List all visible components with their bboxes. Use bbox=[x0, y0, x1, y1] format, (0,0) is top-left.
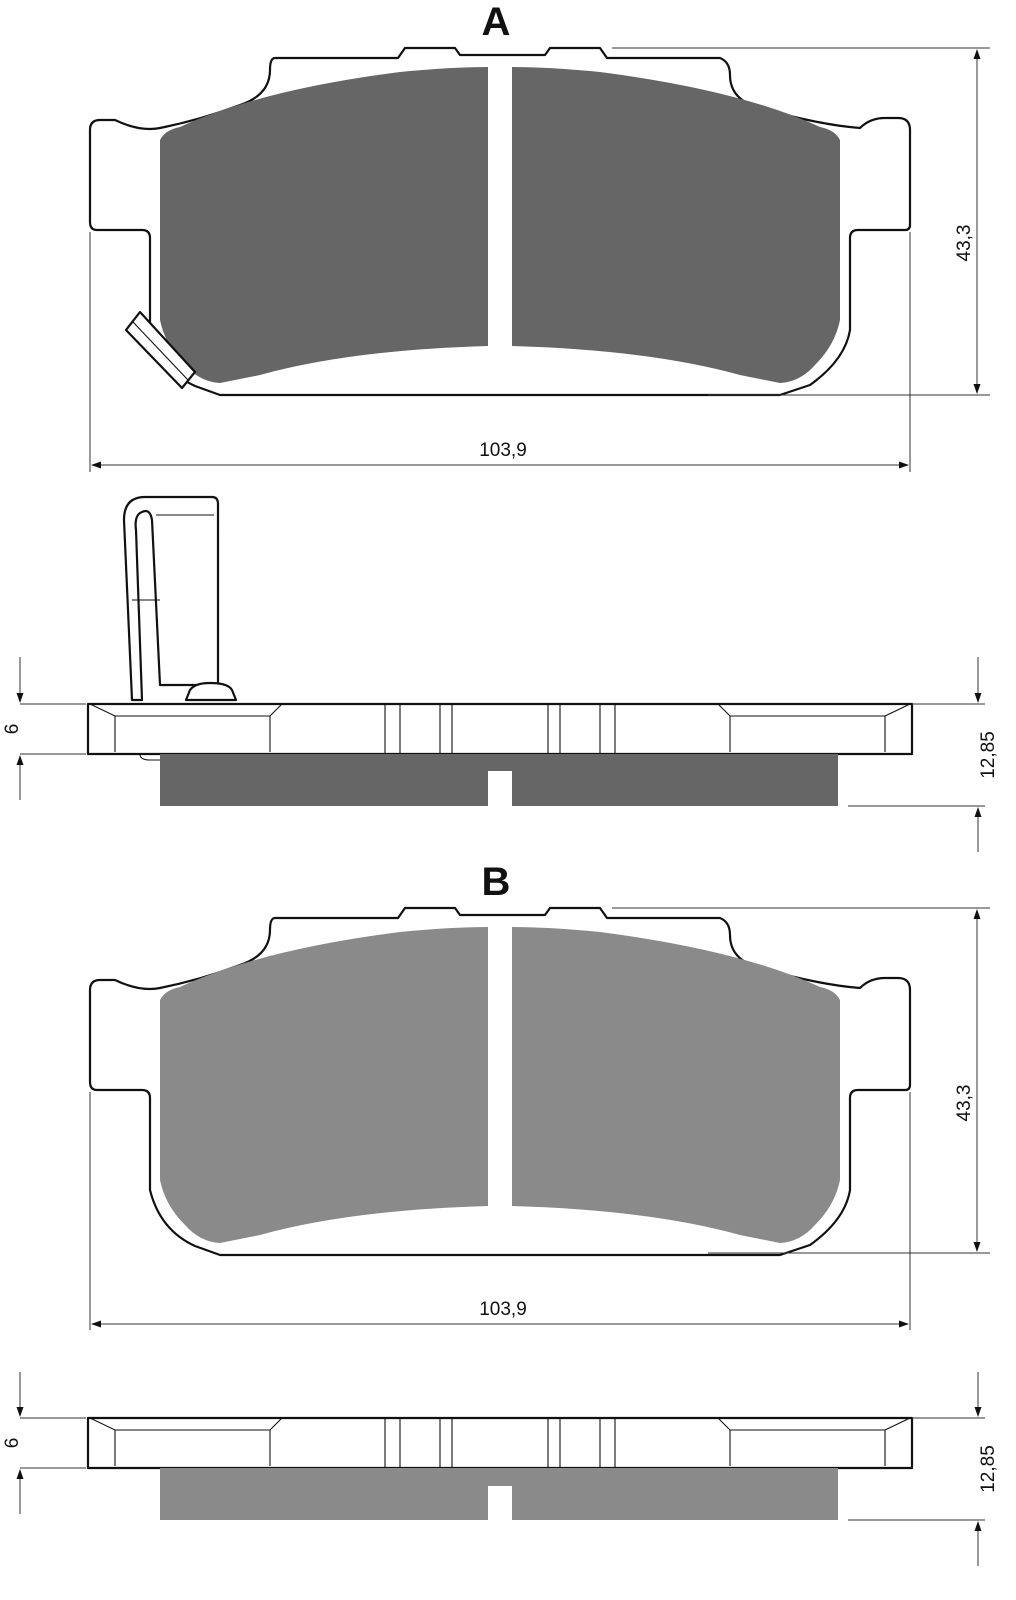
pad-a-height-dim: 43,3 bbox=[954, 225, 975, 262]
pad-b-friction-right bbox=[512, 927, 840, 1243]
pad-b-backing-dim: 6 bbox=[2, 1438, 23, 1449]
pad-a-label: A bbox=[482, 0, 511, 44]
pad-b-front-view: B 43,3 103,9 bbox=[88, 860, 990, 1330]
pad-a-side-backing bbox=[86, 702, 914, 756]
pad-b-total-dim: 12,85 bbox=[978, 1445, 999, 1493]
pad-a-friction-right bbox=[512, 67, 840, 383]
pad-a-total-dim: 12,85 bbox=[978, 731, 999, 779]
pad-b-side-friction bbox=[160, 1468, 838, 1520]
pad-b-label: B bbox=[482, 860, 511, 904]
pad-a-width-dim: 103,9 bbox=[479, 440, 527, 461]
pad-b-height-dim: 43,3 bbox=[954, 1085, 975, 1122]
pad-a-side-view: 6 12,85 bbox=[2, 495, 999, 852]
pad-b-side-view: 6 12,85 bbox=[2, 1372, 999, 1566]
pad-a-side-friction bbox=[160, 754, 838, 806]
pad-b-side-backing bbox=[86, 1416, 914, 1470]
pad-a-backing-dim: 6 bbox=[2, 724, 23, 735]
pad-b-friction-left bbox=[160, 927, 488, 1243]
pad-a-front-view: A 43,3 103,9 bbox=[88, 0, 990, 472]
pad-b-width-dim: 103,9 bbox=[479, 1299, 527, 1320]
pad-a-rivet bbox=[184, 681, 238, 702]
pad-a-spring-clip bbox=[122, 495, 220, 702]
pad-a-friction-left bbox=[160, 67, 488, 383]
